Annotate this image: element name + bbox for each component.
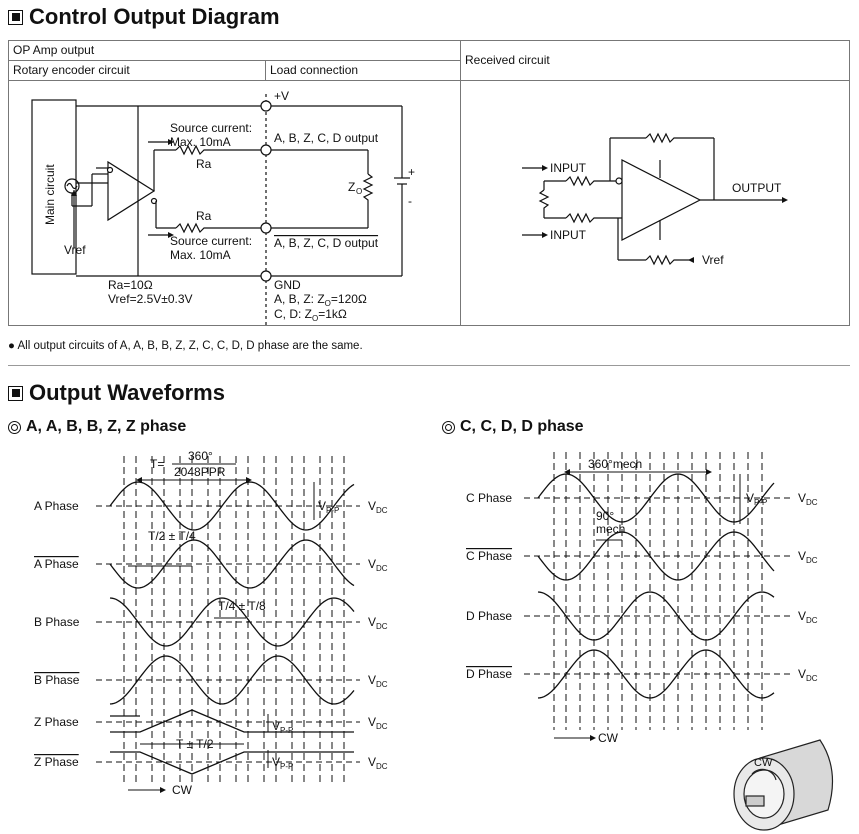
vdc-label: VDC — [798, 491, 818, 507]
period-label: T= — [150, 457, 164, 471]
mech360-label: 360°mech — [588, 457, 642, 471]
main-circuit-label: Main circuit — [43, 164, 57, 225]
source2-label: Source current: — [170, 234, 252, 248]
phase-label: Z Phase — [34, 755, 79, 769]
phase-label: C Phase — [466, 491, 512, 505]
minus-label: - — [408, 194, 412, 208]
waveform — [537, 649, 775, 699]
load-header: Load connection — [265, 60, 461, 81]
output-negative-label: A, B, Z, C, D output — [274, 236, 379, 250]
abz-impedance: A, B, Z: ZO=120Ω — [274, 292, 367, 308]
phase-label: D Phase — [466, 609, 512, 623]
mech90-sub: mech — [596, 522, 625, 536]
vdc-label: VDC — [798, 609, 818, 625]
received-vref-label: Vref — [702, 253, 724, 267]
plus-label: + — [408, 165, 415, 179]
phase-label: A Phase — [34, 557, 79, 571]
double-circle-icon — [8, 420, 21, 434]
source2-max: Max. 10mA — [170, 248, 231, 262]
zo-label: Z — [348, 180, 355, 194]
vdc-label: VDC — [798, 667, 818, 683]
vdc-label: VDC — [368, 557, 388, 573]
received-cell — [460, 80, 850, 326]
rotary-header: Rotary encoder circuit — [8, 60, 266, 81]
section-square-icon — [8, 9, 23, 25]
cd-impedance: C, D: ZO=1kΩ — [274, 307, 347, 323]
vdc-label: VDC — [368, 673, 388, 689]
ra-value: Ra=10Ω — [108, 278, 153, 292]
encoder-illustration-icon — [733, 739, 834, 831]
z-period-label: T ± T/2 — [176, 737, 214, 751]
vdc-label: VDC — [798, 549, 818, 565]
double-circle-icon — [442, 420, 455, 434]
quarter-t-label: T/4 ± T/8 — [218, 599, 266, 613]
z-waveform — [110, 709, 354, 733]
ra1-label: Ra — [196, 157, 212, 171]
left-vpp-z: VP-P — [272, 719, 293, 735]
waveform — [537, 531, 775, 581]
phase-label: A Phase — [34, 499, 79, 513]
vdc-label: VDC — [368, 755, 388, 771]
vdc-label: VDC — [368, 715, 388, 731]
control-output-title: Control Output Diagram — [8, 4, 280, 30]
phase-label: B Phase — [34, 615, 80, 629]
input1-label: INPUT — [550, 161, 587, 175]
period-numerator: 360° — [188, 449, 213, 463]
phase-label: D Phase — [466, 667, 512, 681]
ra2-label: Ra — [196, 209, 212, 223]
gnd-label: GND — [274, 278, 301, 292]
vdc-label: VDC — [368, 499, 388, 515]
vref-label: Vref — [64, 243, 86, 257]
waveform — [537, 591, 775, 641]
left-waveform-title: A, A, B, B, Z, Z phase — [8, 418, 186, 436]
phase-label: B Phase — [34, 673, 80, 687]
output-positive-label: A, B, Z, C, D output — [274, 131, 379, 145]
encoder-cw-label: CW — [754, 757, 773, 769]
source1-max: Max. 10mA — [170, 135, 231, 149]
left-cw-label: CW — [172, 783, 193, 797]
vdc-label: VDC — [368, 615, 388, 631]
op-amp-header: OP Amp output — [8, 40, 461, 61]
period-denominator: 2048PPR — [174, 465, 226, 479]
right-waveform-title: C, C, D, D phase — [442, 418, 584, 436]
received-circuit-diagram: INPUT INPUT OUTPUT Vref — [522, 132, 788, 267]
output-waveforms-title: Output Waveforms — [8, 380, 225, 406]
op-amp-circuit-diagram: Main circuit Vref Ra Ra Source current: … — [31, 89, 415, 326]
section-divider — [8, 365, 850, 366]
mech90-label: 90° — [596, 509, 614, 523]
left-vpp-a: VP-P — [318, 499, 339, 515]
right-vpp: VP-P — [746, 491, 767, 507]
op-amp-triangle — [107, 160, 156, 222]
plus-v-label: +V — [274, 89, 289, 103]
left-vpp-zbar: VP-P — [272, 755, 293, 771]
right-cw-label: CW — [598, 731, 619, 745]
waveform — [109, 597, 355, 647]
phase-label: Z Phase — [34, 715, 79, 729]
waveform — [109, 481, 355, 531]
received-header: Received circuit — [460, 40, 850, 81]
section-square-icon — [8, 385, 23, 401]
waveform — [537, 473, 775, 523]
output-label: OUTPUT — [732, 181, 782, 195]
waveform — [109, 539, 355, 589]
vref-value: Vref=2.5V±0.3V — [108, 292, 193, 306]
zo-sub: O — [356, 187, 362, 196]
source1-label: Source current: — [170, 121, 252, 135]
phase-label: C Phase — [466, 549, 512, 563]
waveform — [109, 655, 355, 705]
zbar-waveform — [110, 751, 354, 775]
input2-label: INPUT — [550, 228, 587, 242]
received-op-amp — [621, 159, 702, 241]
half-t-label: T/2 ± T/4 — [148, 529, 196, 543]
output-note: ● All output circuits of A, A, B, B, Z, … — [8, 340, 363, 352]
